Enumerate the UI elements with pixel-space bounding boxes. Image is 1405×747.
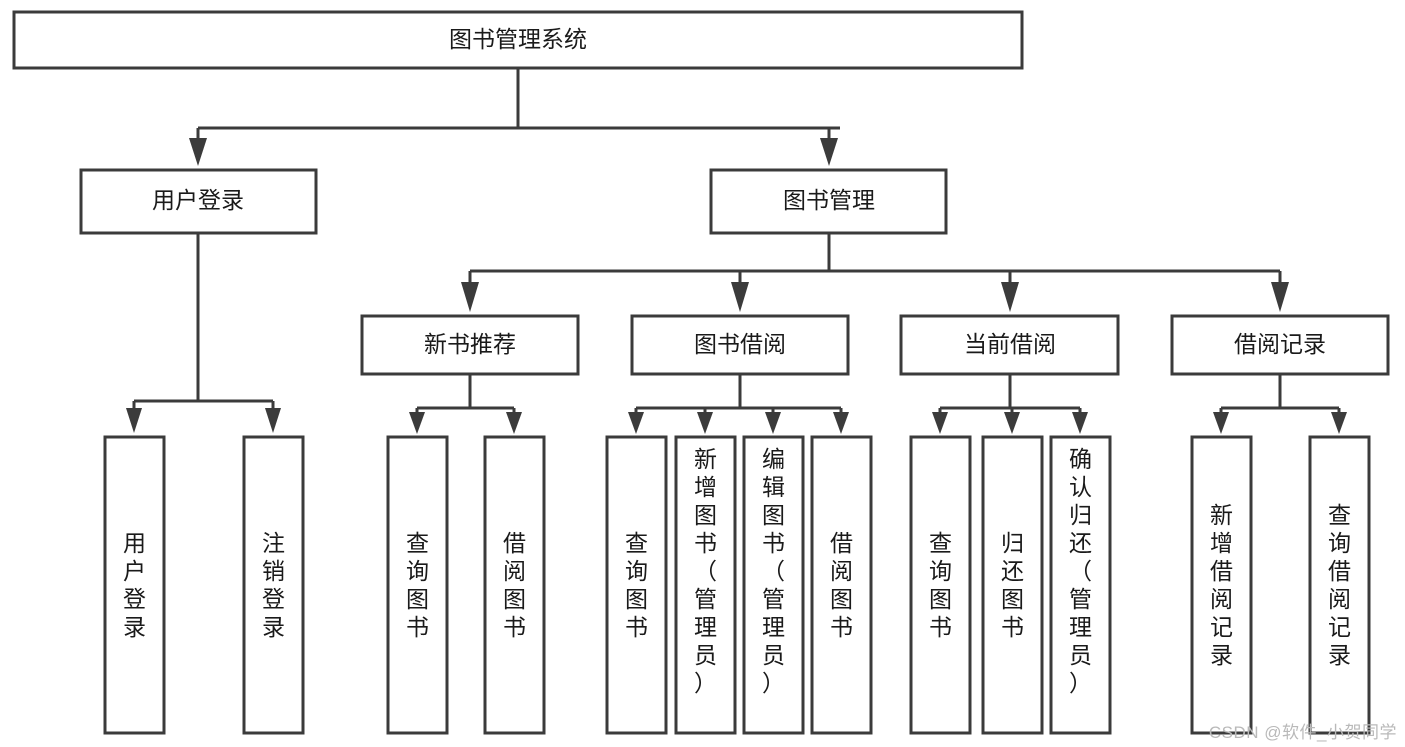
arrow-head-leaf-return-book: [1004, 412, 1020, 434]
arrow-head-leaf-query-book-current: [932, 412, 948, 434]
arrow-head-new-book-recommend: [461, 282, 479, 312]
edges-userlogin-to-leaves: [126, 233, 281, 433]
node-leaf-query-book-rec-box[interactable]: [386, 435, 449, 735]
arrow-head-borrow-record: [1271, 282, 1289, 312]
node-leaf-return-book-box[interactable]: [981, 435, 1044, 735]
edges-bookborrow-to-leaves: [628, 374, 849, 434]
node-root-label: 图书管理系统: [449, 26, 587, 52]
arrow-head-leaf-borrow-book: [833, 412, 849, 434]
node-borrow-record-box[interactable]: [1170, 314, 1390, 376]
arrow-head-leaf-add-book: [697, 412, 713, 434]
node-leaf-query-record-box[interactable]: [1308, 435, 1371, 735]
arrow-head-leaf-confirm-return: [1072, 412, 1088, 434]
node-book-borrow-box[interactable]: [630, 314, 850, 376]
node-leaf-logout-box[interactable]: [242, 435, 305, 735]
node-user-login[interactable]: 用户登录: [79, 168, 318, 235]
arrow-head-leaf-query-book-rec: [409, 412, 425, 434]
node-current-borrow-label: 当前借阅: [964, 331, 1056, 357]
node-current-borrow-box[interactable]: [899, 314, 1120, 376]
node-borrow-record-label: 借阅记录: [1234, 331, 1326, 357]
edges-root-to-level2: [189, 68, 840, 166]
arrow-head-book-management: [820, 138, 838, 166]
edges-currentborrow-to-leaves: [932, 374, 1088, 434]
arrow-head-leaf-logout: [265, 408, 281, 433]
arrow-head-leaf-borrow-book-rec: [506, 412, 522, 434]
edges-bookmgmt-to-level3: [461, 233, 1289, 312]
node-root[interactable]: 图书管理系统: [12, 10, 1024, 70]
node-leaf-confirm-return-box[interactable]: [1049, 435, 1112, 735]
node-book-management-box[interactable]: [709, 168, 948, 235]
node-new-book-recommend-box[interactable]: [360, 314, 580, 376]
arrow-head-book-borrow: [731, 282, 749, 312]
leaf-boxes: [103, 435, 1371, 735]
node-user-login-box[interactable]: [79, 168, 318, 235]
edges-newbook-to-leaves: [409, 374, 522, 434]
node-root-box[interactable]: [12, 10, 1024, 70]
arrow-head-leaf-add-record: [1213, 412, 1229, 434]
arrow-head-leaf-edit-book: [765, 412, 781, 434]
node-leaf-borrow-book-rec-box[interactable]: [483, 435, 546, 735]
node-book-borrow-label: 图书借阅: [694, 331, 786, 357]
node-book-management[interactable]: 图书管理: [709, 168, 948, 235]
node-leaf-borrow-book-box[interactable]: [810, 435, 873, 735]
node-leaf-query-book-borrow-box[interactable]: [605, 435, 668, 735]
arrow-head-leaf-query-record: [1331, 412, 1347, 434]
node-user-login-label: 用户登录: [152, 187, 244, 213]
arrow-head-leaf-query-book-borrow: [628, 412, 644, 434]
node-leaf-user-login-box[interactable]: [103, 435, 166, 735]
arrow-head-leaf-user-login: [126, 408, 142, 433]
node-new-book-recommend-label: 新书推荐: [424, 331, 516, 357]
arrow-head-user-login: [189, 138, 207, 166]
node-book-borrow[interactable]: 图书借阅: [630, 314, 850, 376]
node-current-borrow[interactable]: 当前借阅: [899, 314, 1120, 376]
node-leaf-add-record-box[interactable]: [1190, 435, 1253, 735]
arrow-head-current-borrow: [1001, 282, 1019, 312]
node-leaf-query-book-current-box[interactable]: [909, 435, 972, 735]
node-leaf-edit-book-box[interactable]: [742, 435, 805, 735]
node-leaf-add-book-box[interactable]: [674, 435, 737, 735]
node-book-management-label: 图书管理: [783, 187, 875, 213]
edges-borrowrecord-to-leaves: [1213, 374, 1347, 434]
node-new-book-recommend[interactable]: 新书推荐: [360, 314, 580, 376]
csdn-watermark: CSDN @软件_小贺同学: [1208, 723, 1397, 742]
node-borrow-record[interactable]: 借阅记录: [1170, 314, 1390, 376]
